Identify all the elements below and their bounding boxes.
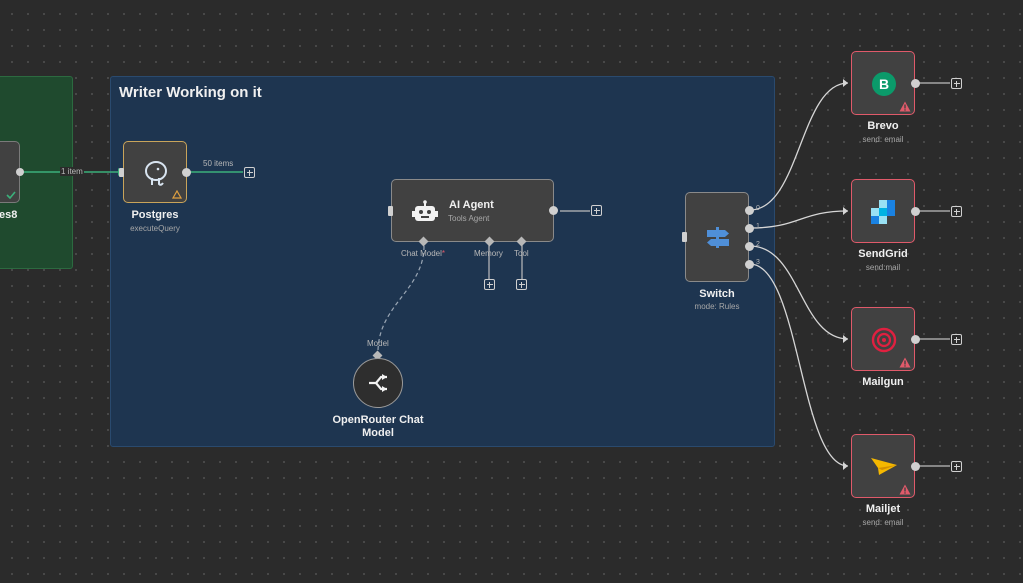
- sticky-title: Writer Working on it: [119, 84, 262, 101]
- sendgrid-subtitle: send:mail: [865, 263, 901, 272]
- switch-title: Switch: [699, 288, 735, 300]
- mailgun-node[interactable]: [851, 307, 915, 371]
- switch-output-2[interactable]: [745, 242, 754, 251]
- wire-switch-mailgun: [749, 245, 849, 340]
- ai-agent-add-node-button[interactable]: [591, 205, 602, 216]
- mailjet-add-node-button[interactable]: [951, 461, 962, 472]
- robot-icon: [412, 200, 438, 221]
- mailjet-paperplane-icon: [871, 458, 897, 475]
- postgres-output-port[interactable]: [182, 168, 191, 177]
- svg-text:B: B: [879, 76, 889, 92]
- chat-model-label: Chat Model*: [401, 249, 446, 258]
- signpost-icon: [707, 227, 729, 248]
- memory-label: Memory: [474, 249, 503, 258]
- wire-chat-model: [377, 245, 425, 353]
- mailgun-icon: [871, 327, 897, 353]
- mailjet-subtitle: send: email: [862, 518, 904, 527]
- sendgrid-node[interactable]: [851, 179, 915, 243]
- brevo-icon: B: [872, 72, 896, 96]
- brevo-title: Brevo: [867, 120, 899, 132]
- wire-switch-brevo: [749, 82, 849, 211]
- warning-triangle-icon: [172, 190, 182, 199]
- postgres-subtitle: executeQuery: [130, 224, 180, 233]
- postgres-title: Postgres: [131, 209, 179, 221]
- wire-switch-mailjet: [749, 263, 849, 467]
- left-node-label: es8: [0, 209, 18, 221]
- switch-output-1[interactable]: [745, 224, 754, 233]
- brevo-subtitle: send: email: [862, 135, 904, 144]
- sendgrid-icon: [871, 200, 895, 224]
- sticky-note-writer[interactable]: Writer Working on it: [110, 76, 775, 447]
- ai-agent-input-port[interactable]: [388, 206, 393, 216]
- openrouter-model-label: Model: [367, 339, 389, 348]
- ai-agent-node[interactable]: AI Agent Tools Agent: [391, 179, 554, 242]
- tool-add-button[interactable]: [516, 279, 527, 290]
- openrouter-icon: [369, 374, 387, 392]
- brevo-add-node-button[interactable]: [951, 78, 962, 89]
- ai-agent-subtitle: Tools Agent: [448, 214, 490, 223]
- wire-switch-sendgrid: [749, 210, 849, 229]
- ai-agent-output-port[interactable]: [549, 206, 558, 215]
- switch-output-3[interactable]: [745, 260, 754, 269]
- openrouter-title-line2: Model: [362, 427, 394, 439]
- sendgrid-output-port[interactable]: [911, 207, 920, 216]
- warning-icon: [899, 484, 911, 495]
- postgres-output-count: 50 items: [203, 159, 234, 168]
- mailgun-output-port[interactable]: [911, 335, 920, 344]
- switch-output-label-0: 0: [756, 205, 760, 212]
- switch-output-label-1: 1: [756, 223, 760, 230]
- postgres-elephant-icon: [145, 161, 167, 186]
- warning-icon: [899, 101, 911, 112]
- mailjet-title: Mailjet: [865, 503, 901, 515]
- sendgrid-title: SendGrid: [858, 248, 908, 260]
- openrouter-chat-model-node[interactable]: [353, 358, 403, 408]
- mailjet-output-port[interactable]: [911, 462, 920, 471]
- postgres-node[interactable]: [123, 141, 187, 203]
- switch-input-port[interactable]: [682, 232, 687, 242]
- brevo-node[interactable]: B: [851, 51, 915, 115]
- postgres-add-node-button[interactable]: [244, 167, 255, 178]
- mailgun-add-node-button[interactable]: [951, 334, 962, 345]
- switch-output-0[interactable]: [745, 206, 754, 215]
- switch-node[interactable]: [685, 192, 749, 282]
- postgres-input-port[interactable]: [119, 168, 124, 177]
- mailgun-title: Mailgun: [862, 376, 904, 388]
- success-check-icon: [6, 191, 16, 199]
- connection-item-count: 1 item: [60, 167, 84, 176]
- tool-label: Tool: [514, 249, 529, 258]
- memory-add-button[interactable]: [484, 279, 495, 290]
- switch-output-label-3: 3: [756, 259, 760, 266]
- brevo-output-port[interactable]: [911, 79, 920, 88]
- sendgrid-add-node-button[interactable]: [951, 206, 962, 217]
- warning-icon: [899, 357, 911, 368]
- ai-agent-title: AI Agent: [449, 199, 494, 211]
- openrouter-title-line1: OpenRouter Chat: [332, 414, 424, 426]
- switch-subtitle: mode: Rules: [694, 302, 740, 311]
- mailjet-node[interactable]: [851, 434, 915, 498]
- switch-output-label-2: 2: [756, 241, 760, 248]
- left-node-output-port[interactable]: [16, 168, 24, 176]
